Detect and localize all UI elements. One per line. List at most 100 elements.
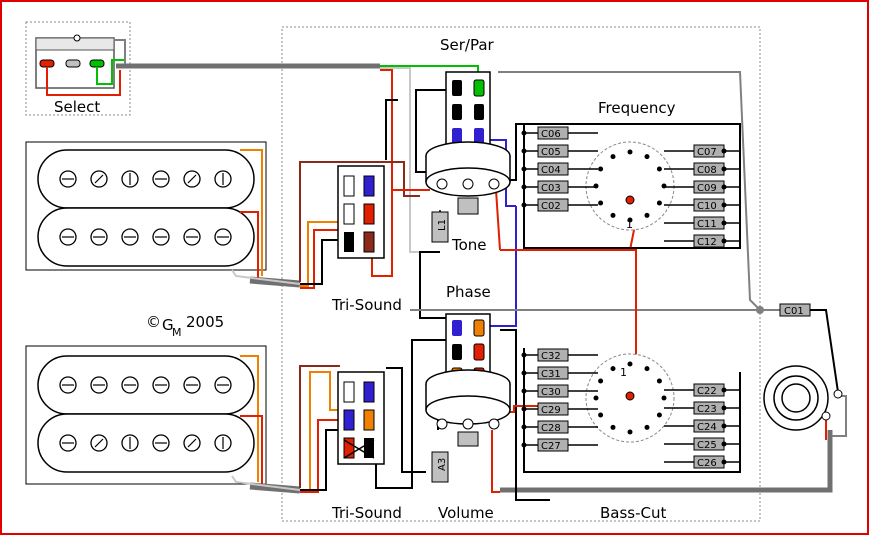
wire-neck-red2 [300,229,340,289]
volume-pot: A3 Volume [425,369,511,522]
pole-screw [214,228,232,246]
rotary-lug [598,378,604,384]
capacitor-label: C07 [697,147,717,158]
pole-screw [152,376,170,394]
rotary-lug [598,166,604,172]
rotary-lug [610,366,616,372]
capacitor: C02 [521,198,598,212]
select-switch: Select [35,34,115,116]
neck-humbucker [25,141,267,271]
capacitor-label: C29 [541,405,561,416]
tri-sound-switch-top: Tri-Sound [331,165,402,314]
capacitor: C04 [521,162,598,176]
rotary-lug [656,166,662,172]
wire-gray-common [498,71,780,311]
tri-sound-bottom-label: Tri-Sound [331,504,402,522]
capacitor-label: C26 [697,458,717,469]
capacitor-label: C06 [541,129,561,140]
volume-label: Volume [438,504,494,522]
volume-resistor-label: A3 [437,458,448,471]
bass-cut-pole-label: 1 [620,366,627,379]
rotary-lug [610,154,616,160]
capacitor: C05 [521,144,598,158]
pole-screw [183,170,201,188]
rotary-lug [656,200,662,206]
pole-screw [121,376,139,394]
bridge-humbucker [25,345,267,485]
wire-phase-black2 [500,329,550,501]
rotary-lugs [593,149,667,435]
rotary-lug [644,154,650,160]
pole-screw [121,228,139,246]
rotary-lug [644,212,650,218]
junction-node [756,306,764,314]
c01-capacitor: C01 [779,303,811,317]
capacitor: C06 [521,126,598,140]
pole-screw [214,434,232,452]
pole-screw [183,434,201,452]
capacitor-label: C23 [697,404,717,415]
frequency-pole-label: 1 [626,218,633,231]
bass-cut-rotary-switch: 1 Bass-Cut [585,353,675,522]
copyright-m: M [172,326,182,339]
select-switch-outline [25,21,131,116]
capacitor-label: C05 [541,147,561,158]
copyright-year: 2005 [186,313,224,331]
capacitor: C12 [664,234,740,248]
capacitor: C10 [664,198,740,212]
wire-neck-brown [299,161,420,282]
capacitor-label: C08 [697,165,717,176]
pole-screw [214,376,232,394]
rotary-lug [656,378,662,384]
tri-sound-switch-bottom: Tri-Sound [331,371,402,522]
wire-phase-black [419,251,460,319]
capacitor-label: C25 [697,440,717,451]
control-cavity-outline [281,26,761,522]
capacitor-label: C12 [697,237,717,248]
pole-screw [121,434,139,452]
tone-pot: L1 Tone [425,141,511,254]
rotary-lug [644,424,650,430]
capacitor: C28 [521,420,598,434]
wire-neck-black [300,239,352,285]
capacitor-label: C28 [541,423,561,434]
pole-screw [59,434,77,452]
select-label: Select [54,98,100,116]
cable-jack [500,430,833,493]
capacitor-label: C09 [697,183,717,194]
capacitor: C32 [521,348,598,362]
wire-neck-orange [240,149,263,276]
wire-tri-bot-black2 [386,367,426,473]
capacitor-label: C24 [697,422,717,433]
rotary-lug [598,200,604,206]
pole-screw [121,170,139,188]
wire-select-gray [114,39,126,64]
wire-tri-top-black [385,99,398,160]
tone-label: Tone [451,236,487,254]
tri-sound-top-label: Tri-Sound [331,296,402,314]
pole-screw [59,376,77,394]
frequency-rotary-switch: 1 Frequency [585,99,676,231]
rotary-lug [593,395,599,401]
pole-screw [59,228,77,246]
wire-neck-white [231,269,301,285]
rotary-lug [610,424,616,430]
wire-phase-blue [484,206,517,327]
wire-red-freq [495,189,501,251]
capacitor: C25 [664,437,740,451]
rotary-lug [627,149,633,155]
wire-bridge-white [231,475,301,491]
capacitor: C09 [664,180,740,194]
wire-red-select [380,69,393,190]
wire-c01-jack [810,309,839,393]
capacitor: C23 [664,401,740,415]
rotary-lug [656,412,662,418]
capacitor: C22 [664,383,740,397]
phase-label: Phase [446,283,491,301]
copyright-c: © [146,313,161,331]
capacitor-label: C03 [541,183,561,194]
wire-neck-red [240,211,259,278]
wire-tri-top-red [371,189,430,277]
